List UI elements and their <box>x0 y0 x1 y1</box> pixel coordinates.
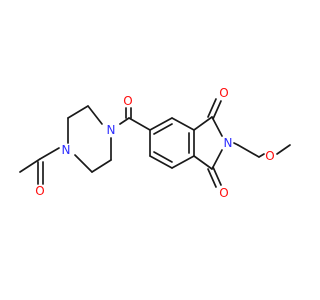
molecule-canvas: O N N O O N O O <box>19 86 291 200</box>
bond-benzene-1 <box>149 117 173 131</box>
bond-ch2-ch2 <box>237 144 260 158</box>
atom-label-n-piperazine-upper: N <box>107 123 116 137</box>
bond-imide-lower-co-double <box>212 166 222 186</box>
atom-label-o-acetyl: O <box>35 184 44 198</box>
bond-pip-2 <box>67 105 89 119</box>
bond-imide-upper-to-n <box>211 116 223 137</box>
atom-label-n-piperazine-lower: N <box>62 143 71 157</box>
bond-pip-6 <box>74 154 93 173</box>
bond-benzene-1-inner <box>153 123 173 135</box>
bond-acetyl-to-n <box>39 147 60 160</box>
bond-benzene-5-inner <box>153 151 173 163</box>
bond-acetyl-methyl <box>19 158 41 173</box>
bond-imide-lower-c <box>193 155 213 170</box>
bond-benzene-4 <box>171 155 195 169</box>
bond-pip-5 <box>91 159 112 173</box>
bond-imide-upper-co <box>207 98 217 118</box>
bond-o-to-methyl <box>276 144 291 155</box>
bond-benzene-5 <box>149 155 173 169</box>
bond-imide-upper-co-double <box>212 100 222 120</box>
atom-label-o-amide: O <box>123 94 132 108</box>
bond-benzene-2 <box>171 117 195 131</box>
atom-label-o-ether: O <box>265 149 274 163</box>
bond-n-to-amide-c <box>119 117 130 125</box>
bond-pip-3 <box>87 105 103 125</box>
atom-label-o-imide-upper: O <box>219 86 228 100</box>
bond-ch2-to-o <box>258 153 265 158</box>
bond-amide-c-to-ring <box>128 117 151 131</box>
structure-drawing: O N N O O N O O <box>19 86 291 200</box>
atom-label-n-imide: N <box>224 136 233 150</box>
bond-imide-upper-c <box>193 116 213 131</box>
bond-imide-lower-to-n <box>211 149 223 170</box>
bond-imide-lower-co <box>207 168 217 188</box>
atom-label-o-imide-lower: O <box>219 186 228 200</box>
